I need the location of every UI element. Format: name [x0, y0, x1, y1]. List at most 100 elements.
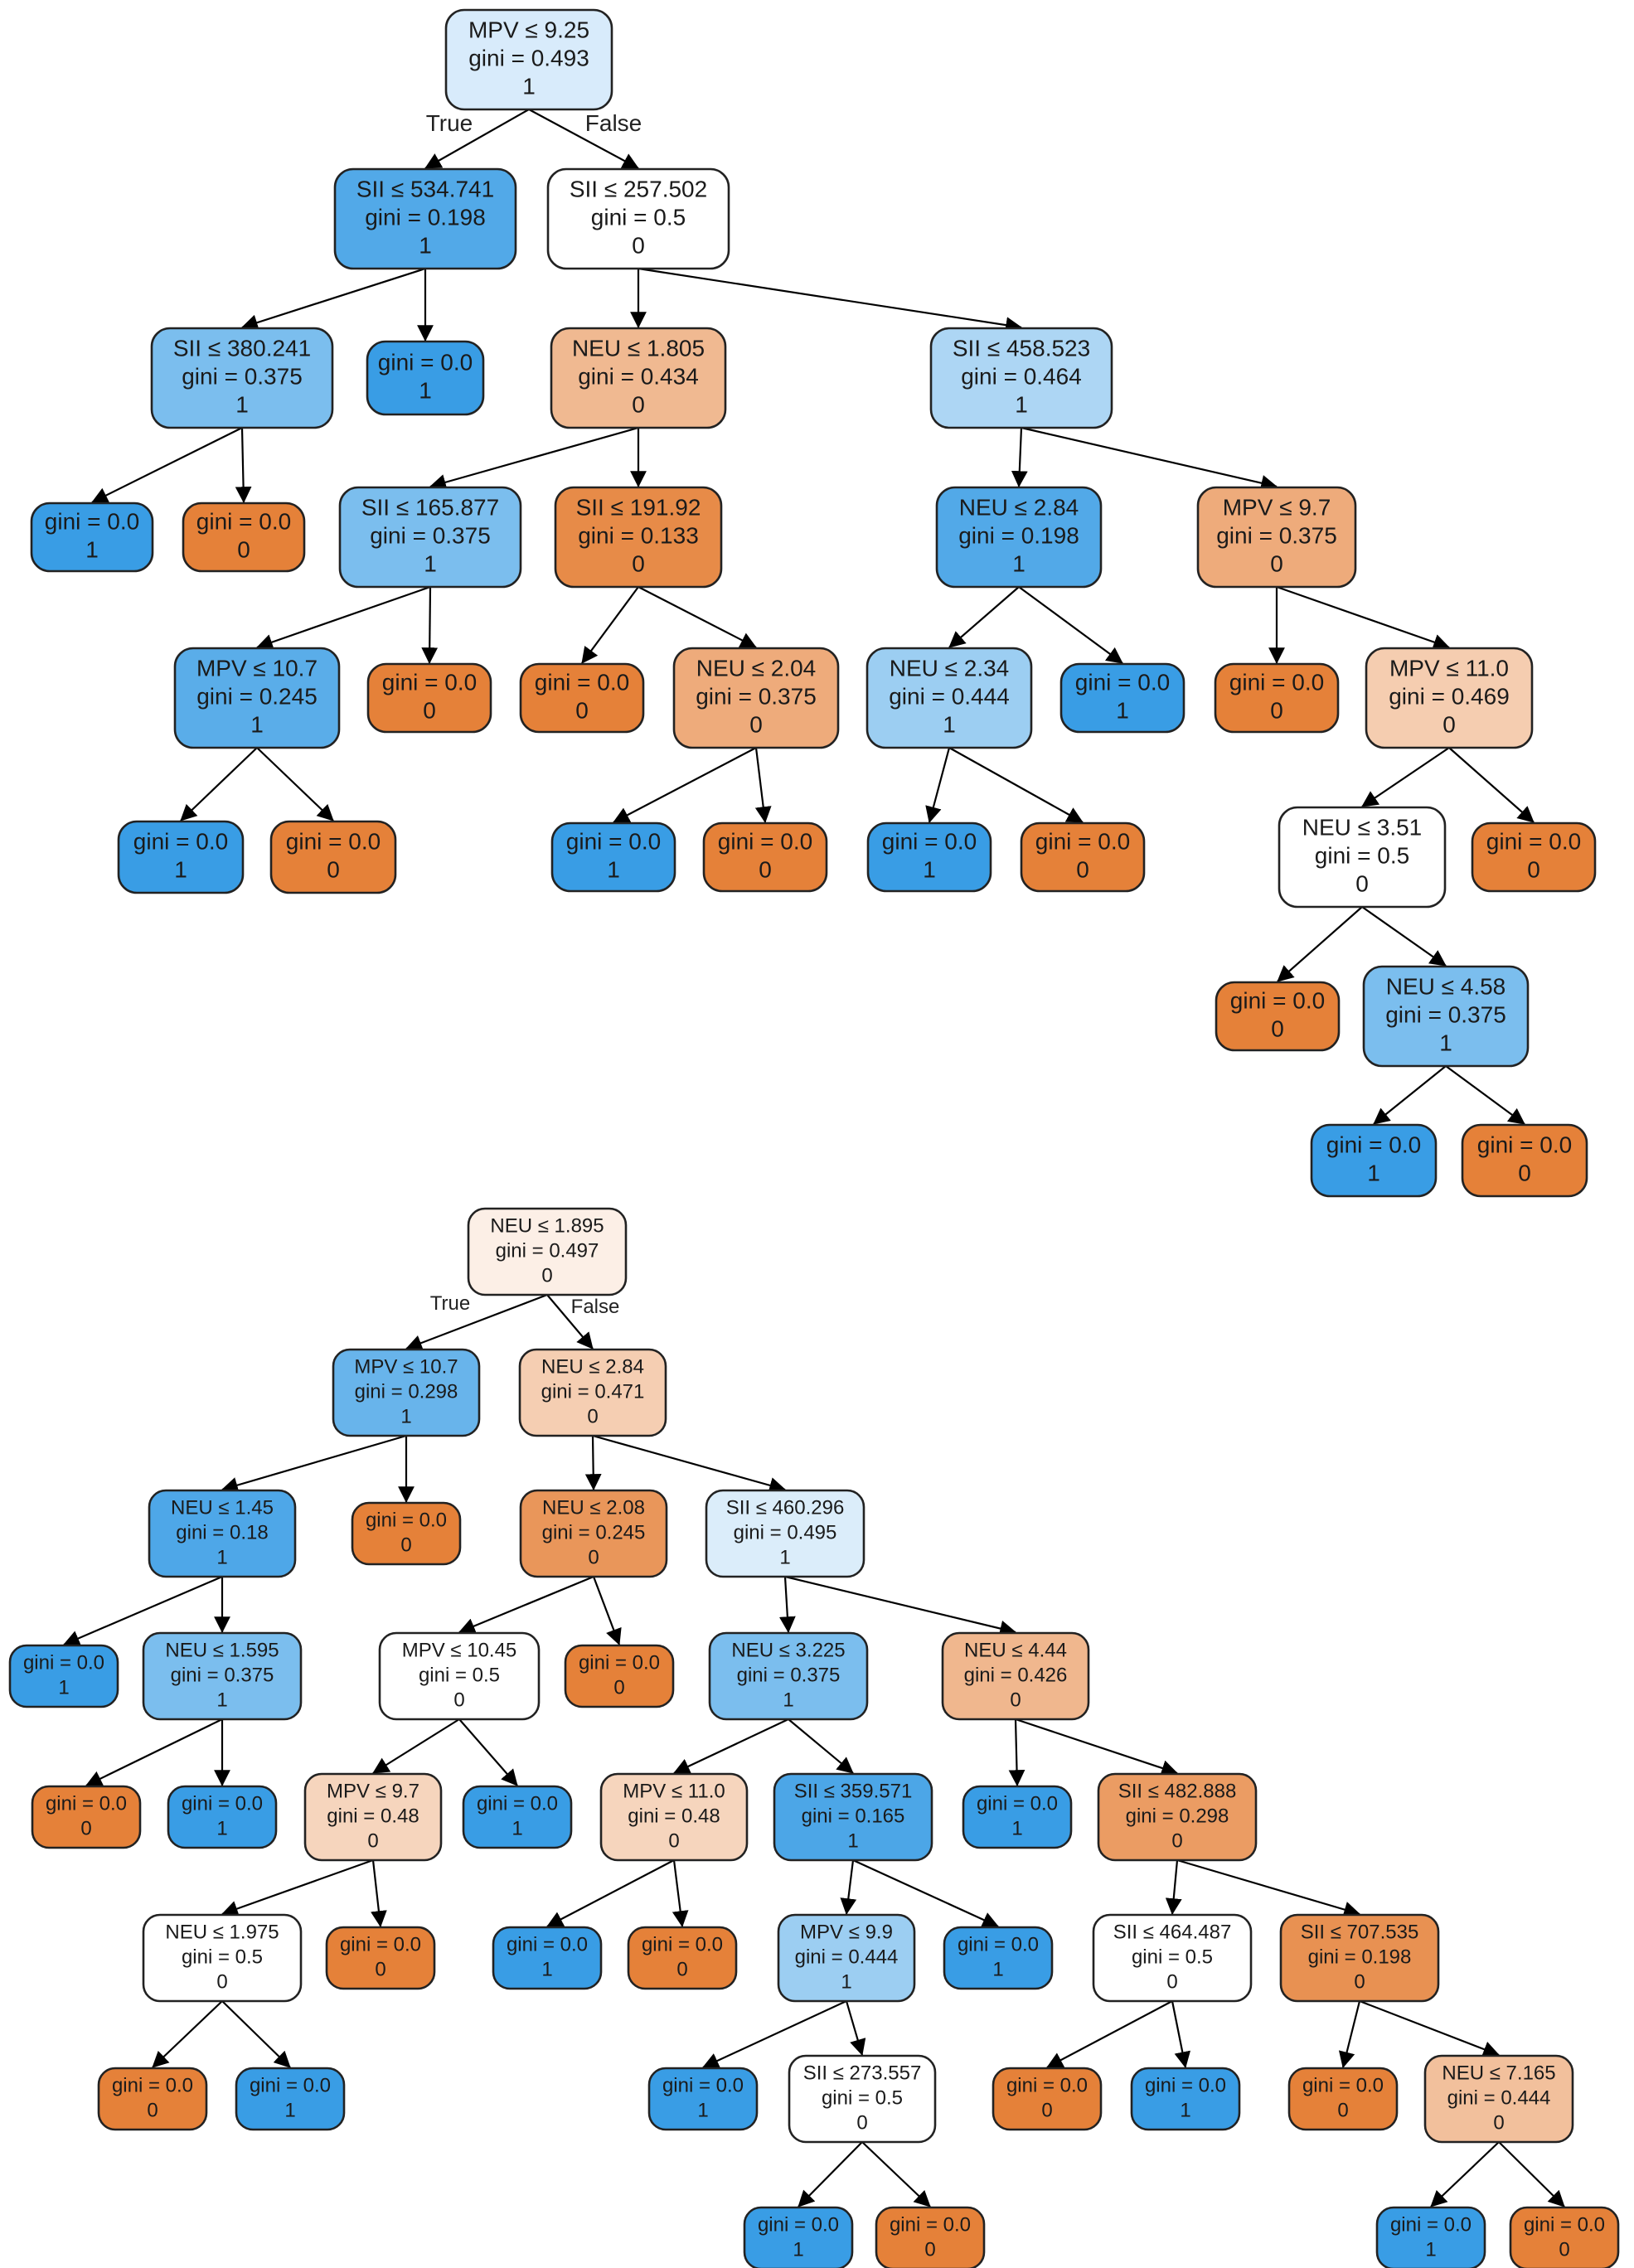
tree-node: gini = 0.01 [866, 821, 992, 893]
tree-node: gini = 0.01 [30, 502, 154, 573]
tree-node-box [1097, 1772, 1258, 1862]
tree-node-class: 1 [923, 856, 936, 882]
tree-edge-arrow [371, 1859, 387, 1927]
tree-node-box [875, 2206, 986, 2268]
tree-node-split-rule: SII ≤ 460.296 [726, 1496, 845, 1519]
tree-node-box [325, 1926, 436, 1990]
tree-node-gini: gini = 0.5 [1132, 1946, 1213, 1968]
tree-node-gini: gini = 0.375 [370, 522, 491, 548]
tree-node: gini = 0.00 [1214, 662, 1340, 734]
tree-node-gini: gini = 0.471 [541, 1380, 645, 1403]
tree-node-box [142, 1913, 303, 2003]
tree-edge-arrow [948, 747, 1084, 823]
tree-edge-arrow [421, 586, 439, 664]
tree-node-split-rule: MPV ≤ 10.7 [354, 1355, 458, 1378]
tree-node-gini: gini = 0.0 [1302, 2074, 1384, 2096]
tree-node-split-rule: SII ≤ 257.502 [570, 176, 707, 201]
tree-node-gini: gini = 0.198 [1308, 1946, 1412, 1968]
tree-node-split-rule: SII ≤ 380.241 [173, 335, 311, 361]
tree-node-box [444, 8, 613, 111]
tree-edge-arrow [429, 426, 639, 491]
tree-node-class: 1 [522, 73, 536, 99]
tree-node-gini: gini = 0.0 [1390, 2213, 1472, 2236]
tree-node-class: 0 [676, 1958, 687, 1980]
tree-edge-arrow [1008, 1718, 1025, 1786]
tree-node-gini: gini = 0.5 [182, 1946, 263, 1968]
tree-node-split-rule: SII ≤ 359.571 [794, 1780, 913, 1802]
tree-node: gini = 0.00 [1020, 821, 1146, 893]
tree-node-box [378, 1631, 541, 1721]
tree-edge-arrow [948, 586, 1020, 648]
tree-node: gini = 0.01 [8, 1644, 119, 1708]
tree-node-class: 0 [749, 711, 763, 737]
tree-node-class: 1 [783, 1689, 793, 1711]
tree-node-split-rule: NEU ≤ 2.04 [696, 655, 817, 681]
tree-1-true-label: True [426, 110, 473, 136]
tree-node: gini = 0.00 [351, 1501, 462, 1566]
tree-edge-arrow [1176, 1858, 1360, 1918]
tree-node: gini = 0.00 [269, 820, 397, 894]
tree-node-box [943, 1926, 1054, 1990]
tree-node-gini: gini = 0.0 [882, 828, 977, 854]
tree-node-class: 0 [575, 697, 589, 723]
tree-node-split-rule: MPV ≤ 9.25 [468, 17, 589, 42]
tree-node-box [1092, 1913, 1253, 2003]
tree-node-gini: gini = 0.0 [1229, 669, 1324, 695]
tree-node-class: 0 [375, 1958, 385, 1980]
tree-edge-arrow [546, 1859, 675, 1927]
tree-node-gini: gini = 0.0 [382, 669, 477, 695]
tree-edge-arrow [581, 586, 639, 664]
tree-node-box [627, 1926, 738, 1990]
tree-node-class: 0 [924, 2238, 935, 2261]
tree-edge-arrow [372, 1718, 460, 1774]
tree-edge-arrow [221, 1858, 374, 1917]
tree-node-box [1375, 2206, 1486, 2268]
tree-node: gini = 0.01 [743, 2206, 854, 2268]
tree-edge-arrow [702, 2000, 847, 2069]
tree-2-edges [63, 1293, 1565, 2207]
tree-node-split-rule: MPV ≤ 10.45 [402, 1639, 517, 1661]
tree-node-gini: gini = 0.0 [366, 1509, 447, 1531]
tree-node-box [1020, 821, 1146, 893]
tree-node-gini: gini = 0.0 [958, 1933, 1039, 1955]
tree-node-gini: gini = 0.133 [578, 522, 699, 548]
tree-node: gini = 0.01 [235, 2067, 346, 2131]
tree-node-split-rule: SII ≤ 707.535 [1301, 1921, 1419, 1943]
tree-node-gini: gini = 0.0 [718, 828, 812, 854]
tree-node-split-rule: SII ≤ 165.877 [361, 494, 499, 520]
tree-edge-arrow [754, 747, 772, 823]
tree-node: gini = 0.01 [1375, 2206, 1486, 2268]
tree-node-split-rule: NEU ≤ 2.84 [541, 1355, 644, 1378]
tree-node: gini = 0.00 [1215, 981, 1341, 1052]
tree-node-box [338, 486, 522, 589]
tree-node-box [142, 1631, 303, 1721]
tree-node-class: 0 [453, 1689, 464, 1711]
tree-edge-arrow [840, 1859, 857, 1915]
tree-node-box [1130, 2067, 1241, 2131]
tree-node-class: 0 [1527, 856, 1540, 882]
tree-node-split-rule: MPV ≤ 11.0 [1389, 655, 1509, 681]
tree-edge-arrow [798, 2141, 863, 2207]
tree-node: gini = 0.01 [943, 1926, 1054, 1990]
tree-edge-arrow [256, 747, 334, 821]
tree-node-split-rule: SII ≤ 534.741 [356, 176, 494, 201]
tree-2-false-label: False [571, 1296, 620, 1318]
tree-node-box [30, 502, 154, 573]
tree-node-gini: gini = 0.0 [579, 1651, 660, 1674]
tree-edge-arrow [91, 427, 243, 503]
tree-node-gini: gini = 0.493 [468, 45, 589, 70]
tree-1-edges [91, 109, 1535, 1125]
tree-node-class: 0 [367, 1829, 378, 1852]
tree-node-split-rule: NEU ≤ 2.34 [890, 655, 1010, 681]
tree-edge-arrow [778, 1576, 796, 1633]
tree-node-gini: gini = 0.0 [1145, 2074, 1226, 2096]
